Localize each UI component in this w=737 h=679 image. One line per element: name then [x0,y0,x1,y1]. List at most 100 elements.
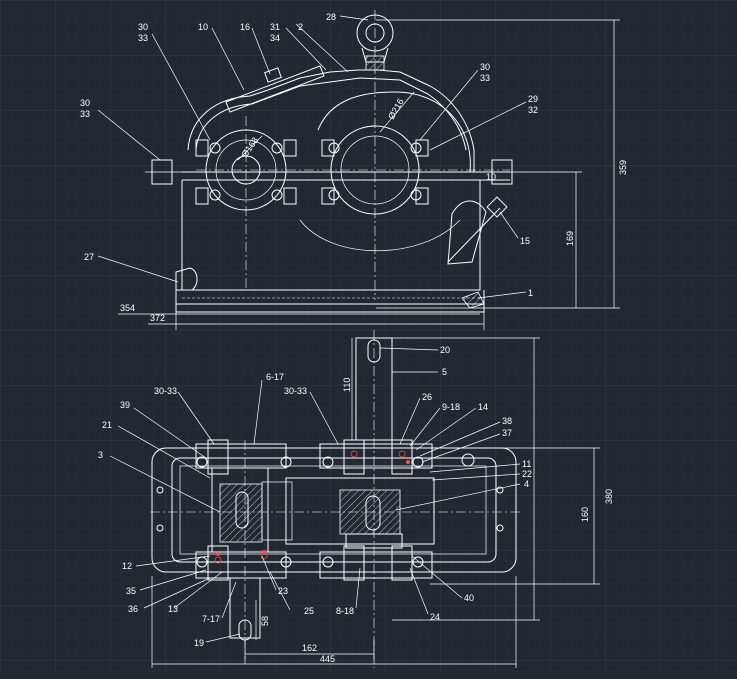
bottom-view-balloons: 20 5 30-33 6-17 30-33 39 21 3 26 9-18 14… [98,345,532,648]
bearings [207,439,413,581]
balloon-19: 19 [194,638,204,648]
dim-160: 160 [580,507,590,522]
dim-380: 380 [604,489,614,504]
balloon-10: 10 [198,22,208,32]
top-view [145,10,513,313]
dim-58: 58 [260,616,270,626]
dim-359: 359 [618,160,628,175]
dim-168-leader [237,135,263,161]
sleeve [345,533,403,549]
balloon-30-33-c-top: 30 [480,62,490,72]
balloon-30-33-d: 30-33 [154,386,177,396]
balloon-29-32-bottom: 32 [528,105,538,115]
balloon-35: 35 [126,586,136,596]
balloon-28: 28 [326,12,336,22]
balloon-30-33-e: 30-33 [284,386,307,396]
balloon-3: 3 [98,450,103,460]
inspection-cover [225,65,325,113]
bottom-view-dimensions: 380 160 110 58 162 445 [151,337,614,668]
dim-162: 162 [302,643,317,653]
balloon-30-33-a-top: 30 [138,22,148,32]
oil-gauge-pocket [447,200,487,265]
pinion-body [219,483,263,543]
bearing-bolt-heads [196,453,475,568]
balloon-8-18: 8-18 [336,606,354,616]
balloon-15: 15 [520,236,530,246]
bottom-view [150,330,520,668]
balloon-31-34-top: 31 [270,22,280,32]
balloon-24: 24 [430,612,440,622]
dim-354: 354 [120,303,135,313]
balloon-16: 16 [240,22,250,32]
large-gear-arc-lower [299,219,461,252]
balloon-11: 11 [522,459,531,469]
balloon-36: 36 [128,604,138,614]
balloon-30-33-b-bottom: 33 [80,109,90,119]
housing-wall [179,465,487,555]
breather-cap [264,67,282,83]
balloon-27: 27 [84,252,94,262]
top-view-leaders [97,15,527,299]
right-bearing-top [319,443,433,469]
balloon-29-32-top: 29 [528,94,538,104]
balloon-14: 14 [478,402,488,412]
balloon-25: 25 [304,606,314,616]
balloon-12: 12 [122,561,132,571]
dim-216-leader [379,91,415,133]
balloon-30-33-a-bottom: 33 [138,33,148,43]
bottom-view-leaders [109,347,521,643]
balloon-1: 1 [528,288,533,298]
drain-plug [175,267,198,291]
bearing-bolts [195,139,429,205]
balloon-31-34-bottom: 34 [270,33,280,43]
balloon-22: 22 [522,469,532,479]
oil-gauge-cap [486,196,508,218]
housing-inner [171,457,497,563]
cover-outline [187,69,475,172]
balloon-38: 38 [502,416,512,426]
dim-169: 169 [565,231,575,246]
balloon-5: 5 [442,367,447,377]
housing-outer [151,447,517,573]
balloon-37: 37 [502,428,512,438]
cover-inner [195,77,467,151]
balloon-26: 26 [422,392,432,402]
balloon-13: 13 [168,604,178,614]
balloon-4: 4 [524,479,529,489]
pinion-hub [211,467,269,553]
balloon-39: 39 [120,400,130,410]
balloon-9-18: 9-18 [442,402,460,412]
dim-445: 445 [320,654,335,664]
gear-rim [285,477,435,545]
large-gear-arc [317,91,471,173]
dim-10: 10 [486,172,496,182]
balloon-30-33-b-top: 30 [80,98,90,108]
balloon-23: 23 [278,586,288,596]
balloon-21: 21 [102,420,112,430]
balloon-20: 20 [440,345,450,355]
oil-gauge-rod [447,207,501,263]
right-foot-hatch [461,291,485,309]
balloon-6-17: 6-17 [266,372,284,382]
right-bearing-bottom [319,551,433,579]
balloon-30-33-c-bottom: 33 [480,73,490,83]
base-foot [175,290,485,313]
balloon-7-17: 7-17 [202,614,220,624]
dim-372: 372 [150,313,165,323]
balloon-2: 2 [298,22,303,32]
foot-holes [156,486,504,532]
red-accents [216,460,410,556]
pinion-key [235,491,249,529]
gear-teeth [261,481,293,541]
balloon-40: 40 [464,593,474,603]
gear-key [365,495,381,531]
